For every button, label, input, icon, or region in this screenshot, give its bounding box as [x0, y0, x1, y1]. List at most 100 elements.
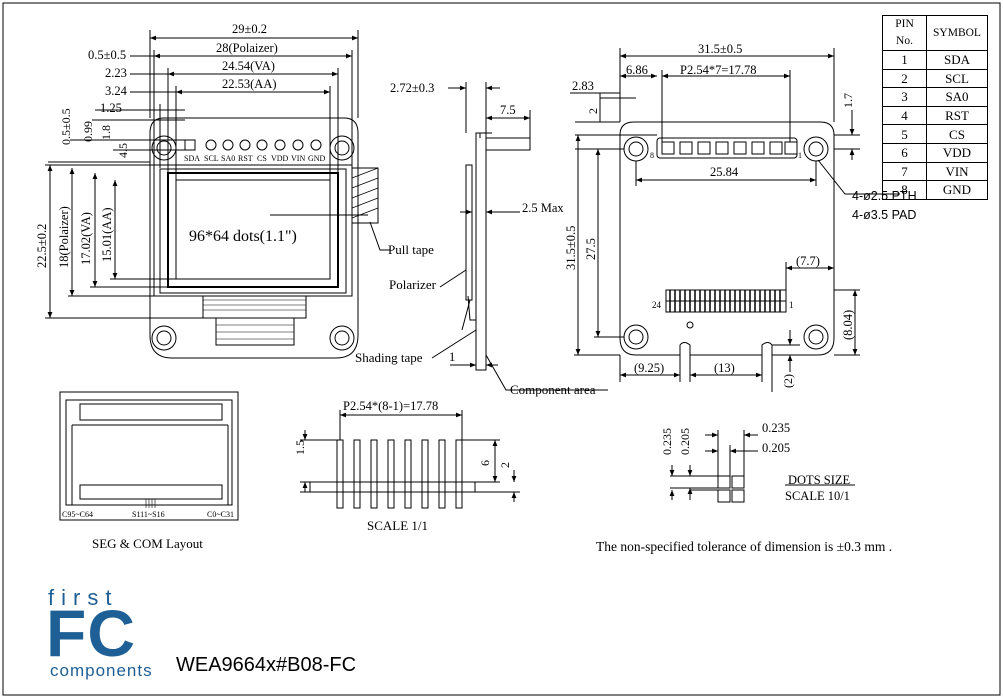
dim-left-1-25: 1.25 [100, 101, 122, 115]
back-pin-8: 8 [650, 151, 654, 160]
hole-pad-label: 4-ø3.5 PAD [852, 208, 916, 222]
dim-6-86: 6.86 [626, 63, 648, 77]
pin-no: 4 [882, 105, 927, 126]
dim-back-width: 31.5±0.5 [698, 42, 742, 56]
pin-no: 3 [882, 87, 927, 107]
pin-no: 7 [882, 161, 927, 182]
pin-header-text: P2.54*(8-1)=17.78 1.5 6 2 SCALE 1/1 [293, 399, 512, 533]
front-view [45, 30, 390, 359]
pull-tape-label: Pull tape [388, 242, 434, 257]
dim-polarizer-height: 18(Polaizer) [57, 206, 71, 268]
seg-com-s111-s16: S111~S16 [132, 510, 165, 519]
seg-com-c0-c31: C0~C31 [207, 510, 234, 519]
pin-symbol: GND [926, 180, 988, 200]
dim-va-width: 24.54(VA) [222, 59, 275, 73]
dots-dim-0-205-horizontal: 0.205 [762, 441, 790, 455]
pin-label-cs: CS [257, 154, 267, 163]
dim-left-0-5: 0.5±0.5 [88, 48, 126, 62]
pin-header-dim-1-5: 1.5 [293, 440, 307, 455]
shading-tape-label: Shading tape [355, 350, 423, 365]
dim-1-7: 1.7 [841, 93, 855, 108]
pin-symbol: VIN [926, 161, 988, 182]
dim-7-7: (7.7) [796, 254, 820, 268]
dim-total-height: 22.5±0.2 [35, 224, 49, 268]
pin-label-scl: SCL [204, 154, 219, 163]
tolerance-note: The non-specified tolerance of dimension… [596, 539, 892, 554]
front-view-text: 29±0.2 28(Polaizer) 24.54(VA) 22.53(AA) … [35, 22, 434, 268]
back-view [570, 48, 900, 392]
dim-thickness: 2.72±0.3 [390, 81, 434, 95]
pin-label-gnd: GND [308, 154, 326, 163]
pin-no: 6 [882, 142, 927, 163]
side-view [431, 82, 608, 391]
dim-v-0-99: 0.99 [81, 121, 95, 142]
pin-header-dim-2: 2 [498, 462, 512, 468]
pin-label-sa0: SA0 [221, 154, 235, 163]
dim-2-83: 2.83 [572, 79, 594, 93]
pin-no: 1 [882, 50, 927, 70]
dim-paren-2: (2) [781, 374, 795, 388]
dim-25-84: 25.84 [710, 165, 739, 179]
dim-back-2: 2 [586, 108, 600, 114]
seg-com-text: C95~C64 S111~S16 C0~C31 SEG & COM Layout [62, 510, 234, 551]
pin-label-sda: SDA [184, 154, 200, 163]
dots-size-scale: SCALE 10/1 [785, 489, 850, 503]
logo-fc-text: FC [46, 596, 136, 670]
pin-header-pitch: P2.54*(8-1)=17.78 [343, 399, 438, 413]
pin-header-drawing [300, 410, 520, 509]
back-view-text: 31.5±0.5 6.86 P2.54*7=17.78 2.83 2 1.7 2… [564, 42, 917, 388]
dim-v-4-5: 4.5 [116, 143, 130, 158]
dim-aa-width: 22.53(AA) [222, 77, 277, 91]
part-number: WEA9664x#B08-FC [176, 654, 357, 676]
dots-dim-0-235-vertical: 0.235 [660, 428, 674, 455]
pin-symbol: SA0 [926, 87, 988, 107]
pin-label-vin: VIN [291, 154, 305, 163]
dim-aa-height: 15.01(AA) [100, 207, 114, 262]
dim-polarizer-width: 28(Polaizer) [216, 41, 278, 55]
conn-pin-24: 24 [652, 300, 662, 310]
logo-components-text: components [50, 661, 153, 680]
dots-size-text: 0.235 0.205 0.235 0.205 DOTS SIZE SCALE … [660, 421, 851, 503]
dim-pin-length: 7.5 [500, 103, 516, 117]
pin-no: 5 [882, 124, 927, 144]
dim-v-0-5: 0.5±0.5 [59, 108, 73, 145]
seg-com-caption: SEG & COM Layout [92, 536, 203, 551]
dim-2-5-max: 2.5 Max [522, 201, 564, 215]
dim-total-width: 29±0.2 [232, 22, 267, 36]
pin-symbol: CS [926, 124, 988, 144]
pin-header-scale: SCALE 1/1 [367, 518, 428, 533]
dim-left-2-23: 2.23 [105, 66, 127, 80]
dim-9-25: (9.25) [634, 361, 664, 375]
dim-left-3-24: 3.24 [105, 84, 128, 98]
pin-label-vdd: VDD [271, 154, 289, 163]
dim-v-1-8: 1.8 [99, 125, 113, 140]
pin-header-dim-6: 6 [478, 460, 492, 466]
pin-symbol: RST [926, 105, 988, 126]
logo-first-text: first [48, 585, 119, 610]
back-pin-1: 1 [798, 151, 802, 160]
conn-pin-1: 1 [789, 300, 794, 310]
pin-symbol: SCL [926, 68, 988, 89]
pin-table-header-symbol: SYMBOL [926, 15, 988, 51]
dots-size-drawing [669, 430, 855, 503]
pin-no: 2 [882, 68, 927, 89]
pin-table-header: PIN No. SYMBOL [882, 15, 988, 51]
polarizer-label: Polarizer [389, 277, 437, 292]
pin-table-header-no: PIN No. [882, 15, 927, 51]
dim-8-04: (8.04) [841, 310, 855, 340]
dots-dim-0-235-horizontal: 0.235 [762, 421, 790, 435]
seg-com-c95-c64: C95~C64 [62, 510, 93, 519]
pin-symbol: SDA [926, 50, 988, 70]
dim-27-5: 27.5 [584, 238, 598, 260]
dim-1: 1 [449, 350, 455, 364]
dots-dim-0-205-vertical: 0.205 [678, 428, 692, 455]
display-resolution-text: 96*64 dots(1.1") [189, 228, 297, 245]
